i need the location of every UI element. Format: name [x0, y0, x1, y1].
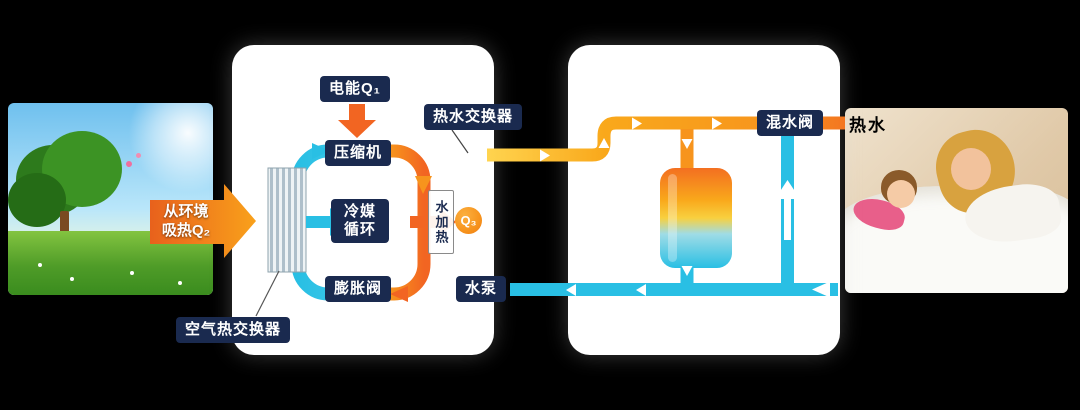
compressor-label: 压缩机 — [325, 140, 392, 166]
mother-face — [951, 148, 991, 190]
sun-glare-icon — [128, 103, 213, 193]
flower-dot — [70, 277, 74, 281]
environment-heat-line1: 从环境 — [163, 203, 209, 220]
family-photo — [845, 108, 1068, 293]
flower-dot — [38, 263, 42, 267]
mixing-valve-label: 混水阀 — [757, 110, 824, 136]
expansion-valve-label: 膨胀阀 — [325, 276, 392, 302]
tree-trunk — [60, 211, 69, 245]
water-pump-label: 水泵 — [456, 276, 507, 302]
hot-water-out-label: 热水 — [849, 116, 887, 135]
child-face — [887, 180, 915, 208]
flower-dot — [130, 271, 134, 275]
air-heat-exchanger-label: 空气热交换器 — [176, 317, 291, 343]
flower-dot — [136, 153, 141, 158]
hot-water-exchanger-label: 热水交换器 — [424, 104, 523, 130]
refrigerant-cycle-label: 冷媒循环 — [331, 199, 389, 243]
flower-dot — [178, 281, 182, 285]
environment-heat-line2: 吸热Q₂ — [161, 222, 211, 239]
water-tank-unit-panel — [568, 45, 840, 355]
flower-dot — [126, 161, 132, 167]
electric-energy-label: 电能Q₁ — [320, 76, 390, 102]
water-heating-box: 水加热 — [428, 190, 454, 254]
environment-heat-text: 从环境 吸热Q₂ — [149, 202, 223, 240]
tree-canopy — [8, 173, 66, 227]
environment-photo — [8, 103, 213, 295]
q3-badge: Q₃ — [455, 207, 482, 234]
